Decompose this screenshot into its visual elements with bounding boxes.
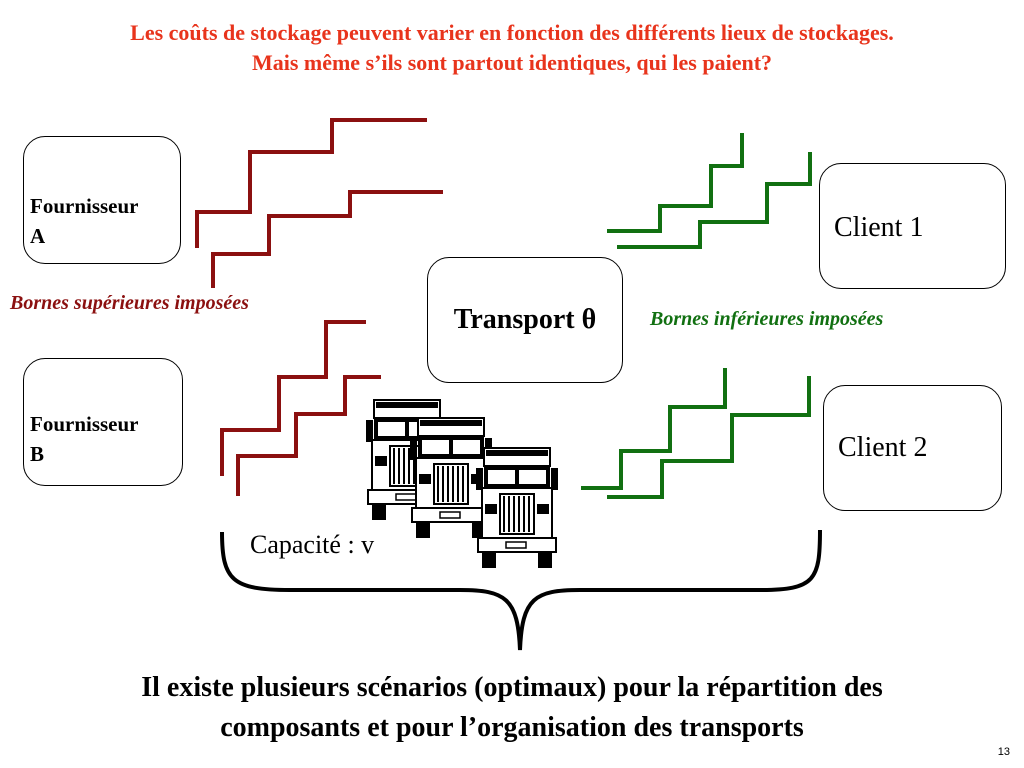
- conclusion-line-1: Il existe plusieurs scénarios (optimaux)…: [141, 672, 883, 703]
- client-2-label: Client 2: [838, 432, 928, 463]
- slide-title: Les coûts de stockage peuvent varier en …: [0, 18, 1024, 78]
- curly-brace: [220, 529, 822, 651]
- truck-icon: [475, 447, 559, 569]
- lower-bound-step-c1a: [607, 133, 744, 233]
- client-2-box: Client 2: [823, 385, 1002, 511]
- supplier-b-box: Fournisseur B: [23, 358, 183, 486]
- client-1-box: Client 1: [819, 163, 1006, 289]
- client-1-label: Client 1: [834, 212, 924, 243]
- conclusion-line-2: composants et pour l’organisation des tr…: [220, 712, 804, 743]
- supplier-a-label: Fournisseur A: [30, 194, 139, 248]
- upper-bound-step-a1: [195, 118, 427, 248]
- supplier-a-box: Fournisseur A: [23, 136, 181, 264]
- transport-box: Transport θ: [427, 257, 623, 383]
- lower-bound-step-c1b: [617, 152, 812, 249]
- conclusion-text: Il existe plusieurs scénarios (optimaux)…: [20, 668, 1004, 748]
- upper-bound-step-a2: [211, 190, 443, 288]
- title-line-1: Les coûts de stockage peuvent varier en …: [130, 20, 894, 45]
- lower-bound-step-c2b: [607, 376, 811, 499]
- lower-bound-step-c2a: [581, 368, 727, 490]
- title-line-2: Mais même s’ils sont partout identiques,…: [251, 50, 773, 75]
- lower-bounds-label: Bornes inférieures imposées: [650, 308, 884, 330]
- upper-bound-step-b2: [236, 375, 381, 496]
- upper-bounds-label: Bornes supérieures imposées: [10, 292, 249, 314]
- supplier-b-label: Fournisseur B: [30, 412, 139, 466]
- capacity-label: Capacité : v: [250, 530, 375, 559]
- page-number: 13: [997, 746, 1010, 758]
- transport-label: Transport θ: [453, 304, 597, 335]
- upper-bound-step-b1: [220, 320, 366, 476]
